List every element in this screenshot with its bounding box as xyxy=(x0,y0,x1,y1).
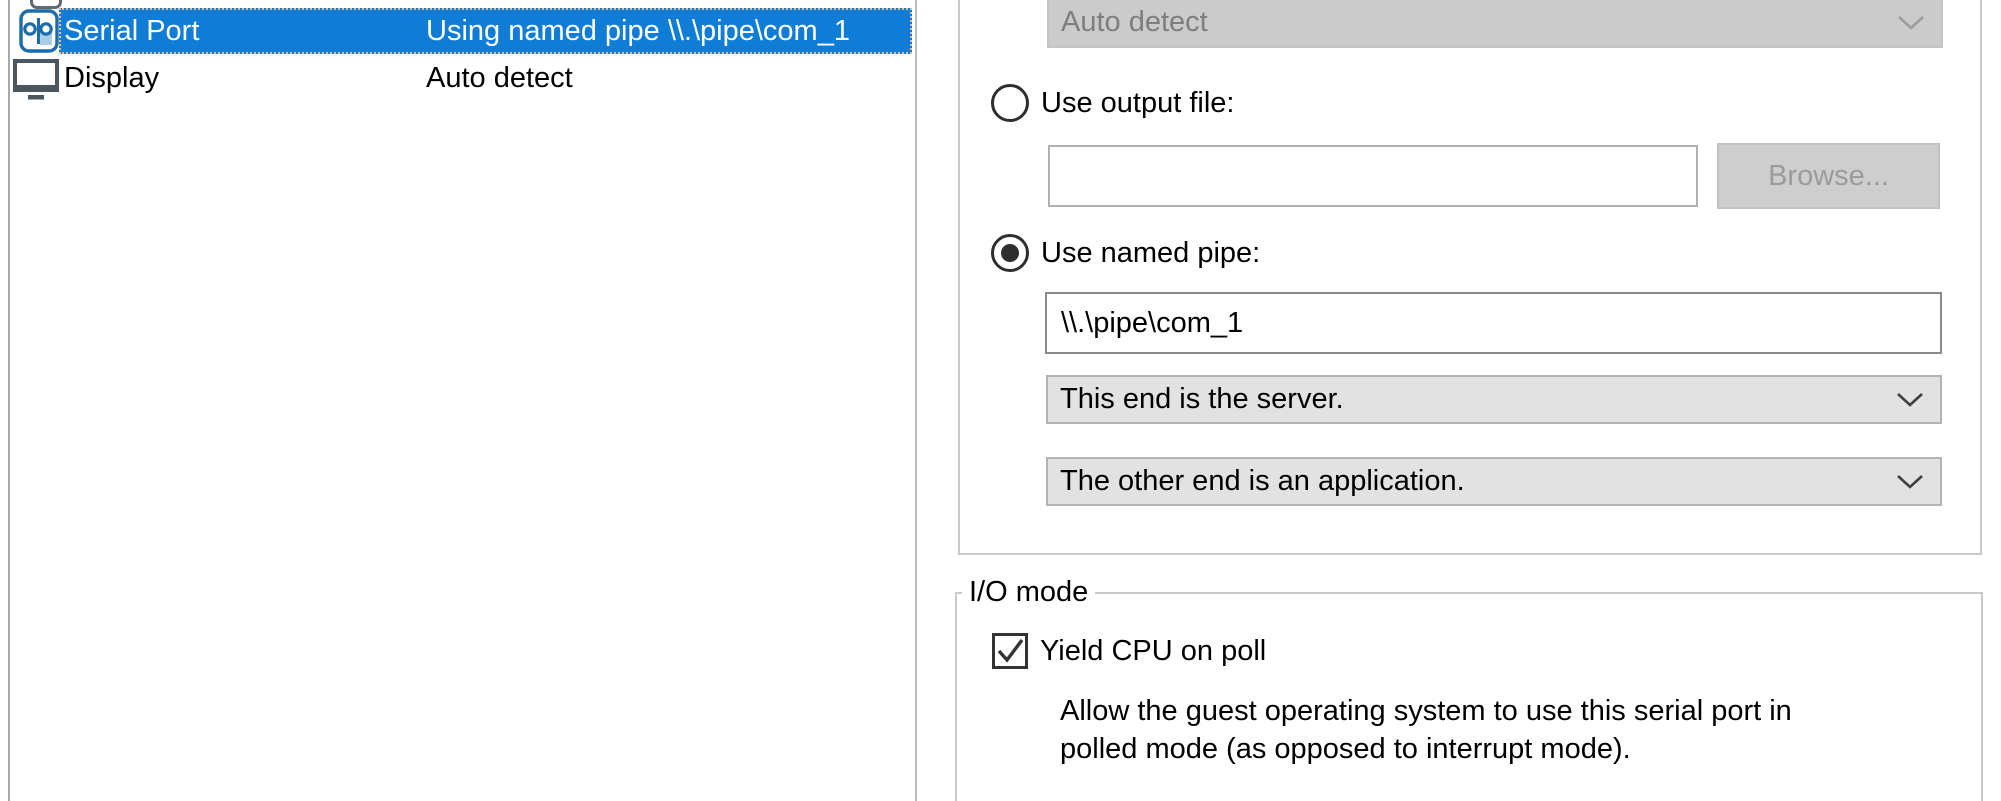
use-output-file-label[interactable]: Use output file: xyxy=(1041,86,1235,119)
pipe-end-role-select[interactable]: This end is the server. xyxy=(1046,375,1942,424)
browse-button[interactable]: Browse... xyxy=(1717,143,1940,209)
output-file-path-input[interactable] xyxy=(1048,145,1698,207)
use-named-pipe-label[interactable]: Use named pipe: xyxy=(1041,236,1261,269)
selection-highlight xyxy=(59,8,912,54)
use-output-file-radio[interactable] xyxy=(991,84,1029,122)
device-type-select[interactable]: Auto detect xyxy=(1047,0,1943,48)
chevron-down-icon xyxy=(1897,474,1923,489)
yield-cpu-checkbox[interactable] xyxy=(992,633,1028,669)
connection-groupbox xyxy=(958,0,1982,555)
truncated-device-icon xyxy=(30,0,62,9)
device-row-serial-port[interactable]: Serial Port Using named pipe \\.\pipe\co… xyxy=(10,8,913,54)
pipe-other-end-select[interactable]: The other end is an application. xyxy=(1046,457,1942,506)
io-mode-group-label: I/O mode xyxy=(962,575,1096,609)
checkmark-icon xyxy=(997,638,1024,663)
device-name: Serial Port xyxy=(64,14,200,47)
device-summary: Using named pipe \\.\pipe\com_1 xyxy=(426,14,850,47)
chevron-down-icon xyxy=(1898,15,1924,30)
browse-button-label: Browse... xyxy=(1768,159,1889,192)
device-type-select-value: Auto detect xyxy=(1061,6,1208,38)
use-named-pipe-radio[interactable] xyxy=(991,234,1029,272)
named-pipe-path-input[interactable] xyxy=(1045,292,1942,354)
panel-divider xyxy=(915,0,917,801)
yield-cpu-label[interactable]: Yield CPU on poll xyxy=(1040,634,1267,667)
device-name: Display xyxy=(64,61,160,94)
radio-selected-dot xyxy=(1001,244,1019,262)
chevron-down-icon xyxy=(1897,392,1923,407)
pipe-other-end-value: The other end is an application. xyxy=(1060,465,1465,497)
device-row-display[interactable]: Display Auto detect xyxy=(10,56,913,100)
device-summary: Auto detect xyxy=(426,61,573,94)
pipe-end-role-value: This end is the server. xyxy=(1060,383,1344,415)
yield-cpu-description-line2: polled mode (as opposed to interrupt mod… xyxy=(1060,733,1631,765)
display-icon xyxy=(13,59,59,100)
yield-cpu-description-line1: Allow the guest operating system to use … xyxy=(1060,695,1792,727)
serial-port-icon xyxy=(19,9,59,53)
device-list-left-border xyxy=(8,0,10,801)
io-mode-groupbox xyxy=(955,592,1983,801)
